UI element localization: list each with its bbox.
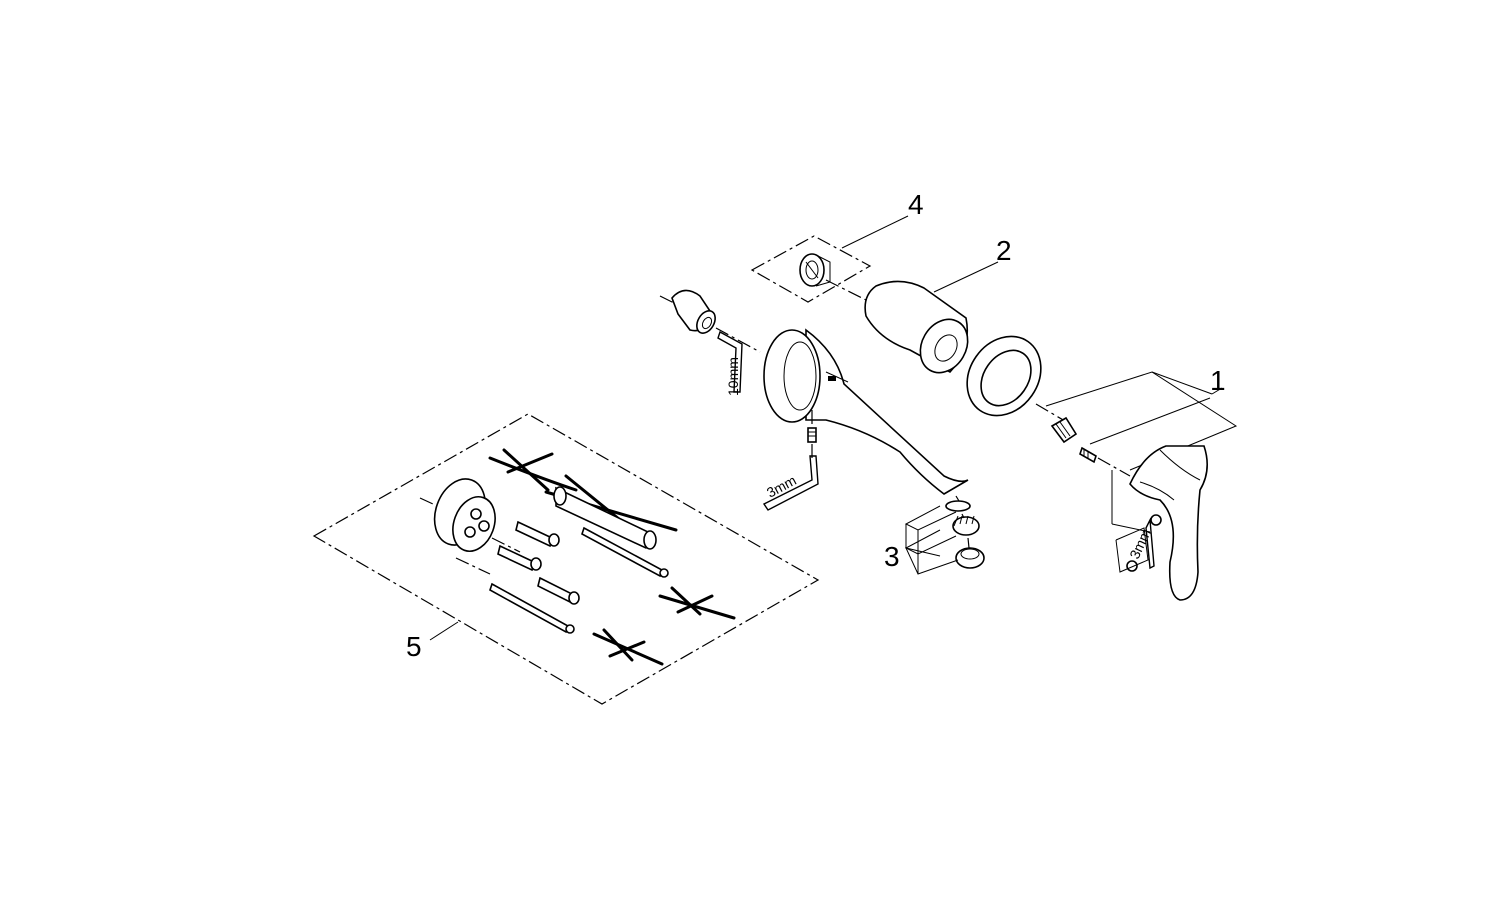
aerator-housing-icon (955, 547, 985, 569)
long-rod-1-icon (581, 526, 669, 578)
cable-tie-2-icon (658, 586, 736, 620)
aerator-insert-icon (952, 515, 980, 536)
set-screw-icon (807, 427, 817, 443)
adapter-screw-icon (1050, 416, 1078, 444)
small-cartridge-icon (799, 253, 831, 287)
valve-cartridge-icon (433, 478, 496, 552)
callout-3: 3 (884, 541, 900, 572)
part-1-group: 1 3mm (1045, 365, 1238, 601)
cable-tie-3-icon (592, 628, 664, 666)
aerator-washer-icon (945, 500, 971, 512)
escutcheon-sleeve-icon (864, 280, 969, 374)
part-4-group: 4 (750, 189, 924, 303)
handle-screw-icon (1079, 446, 1097, 464)
part-3-group: 3 (884, 495, 985, 575)
hex-key-3mm-handle-icon (1126, 514, 1162, 572)
tool-label-3mm-handle: 3mm (1126, 526, 1154, 561)
spout-body-icon (763, 328, 969, 495)
pipe-piece-icon (553, 486, 657, 550)
lever-handle-icon (1129, 445, 1208, 601)
tool-label-10mm: 10mm (725, 357, 741, 396)
screw-2-icon (497, 544, 542, 572)
trim-ring-icon (966, 335, 1042, 417)
hex-key-10mm-icon (717, 330, 743, 393)
callout-4: 4 (908, 189, 924, 220)
callout-2: 2 (996, 235, 1012, 266)
callout-5: 5 (406, 631, 422, 662)
connector-nut-icon (671, 289, 716, 334)
spout-assembly: 10mm 3mm (659, 289, 969, 511)
part-5-group: 5 (312, 413, 820, 705)
hex-key-3mm-spout-icon (762, 455, 819, 511)
callout-1: 1 (1210, 365, 1226, 396)
long-rod-2-icon (489, 582, 575, 634)
screw-1-icon (515, 520, 560, 548)
part-2-group: 2 (864, 235, 1012, 374)
screw-3-icon (537, 576, 580, 605)
